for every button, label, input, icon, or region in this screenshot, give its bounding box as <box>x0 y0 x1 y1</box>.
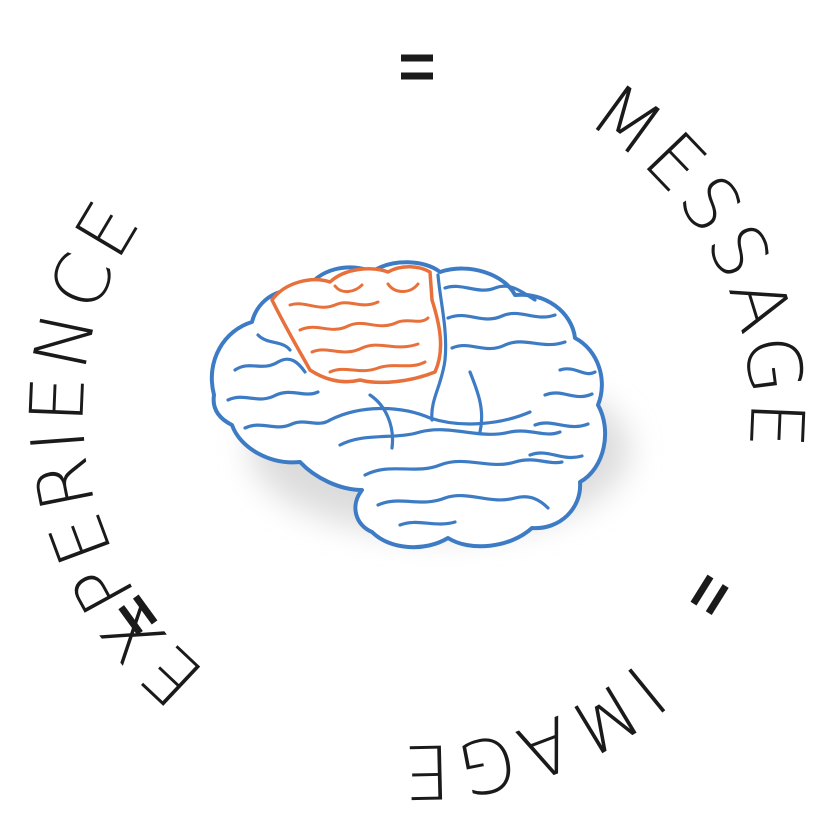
equals-bar <box>705 584 729 615</box>
frontal-lobe-folds <box>288 282 430 374</box>
equals-bar <box>690 574 714 606</box>
brain-folds <box>226 273 597 527</box>
word-experience: EXPERIENCE <box>14 184 219 722</box>
word-image: IMAGE <box>399 649 681 815</box>
equals-sign-bottom-left <box>118 594 158 636</box>
equals-bar <box>401 54 433 62</box>
equals-bar <box>118 605 143 636</box>
equals-bar <box>401 72 433 80</box>
brain-icon <box>209 260 630 550</box>
equals-bar <box>132 594 158 625</box>
word-message: MESSAGE <box>576 67 820 454</box>
equals-sign-top <box>401 54 433 80</box>
equals-sign-right <box>690 574 729 615</box>
